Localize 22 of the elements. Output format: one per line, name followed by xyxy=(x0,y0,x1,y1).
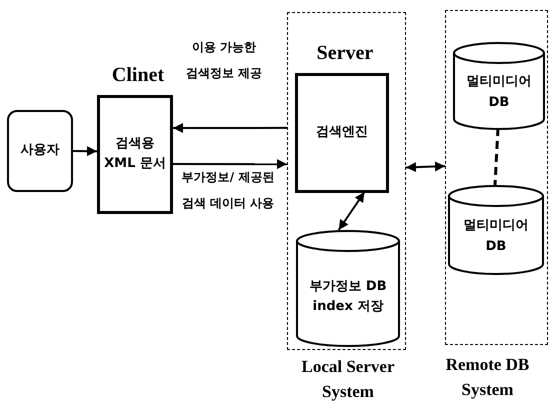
node-label: 부가정보 DB index 저장 xyxy=(308,278,388,317)
node-label: 멀티미디어 DB xyxy=(462,217,530,256)
edge-label: 부가정보/ 제공된 검색 데이터 사용 xyxy=(180,169,276,212)
database-cylinder xyxy=(453,43,545,129)
edge-label: 이용 가능한 검색정보 제공 xyxy=(184,39,264,82)
node-label: 멀티미디어 DB xyxy=(466,73,532,112)
arrow xyxy=(72,146,98,156)
heading: Server xyxy=(316,42,374,65)
arrow xyxy=(173,122,287,133)
heading: Clinet xyxy=(110,64,166,87)
database-cylinder xyxy=(448,186,544,274)
system-label: Local Server System xyxy=(300,356,396,403)
node-label: 검색용 XML 문서 xyxy=(103,134,167,174)
actor-box xyxy=(7,110,73,192)
database-cylinder xyxy=(296,231,400,346)
node-label: 검색엔진 xyxy=(315,124,369,142)
node-label: 사용자 xyxy=(20,142,60,160)
dashed-connector xyxy=(494,128,500,186)
arrow xyxy=(173,159,287,170)
arrow xyxy=(406,161,446,172)
arrow xyxy=(338,191,366,231)
system-label: Remote DB System xyxy=(444,354,530,401)
